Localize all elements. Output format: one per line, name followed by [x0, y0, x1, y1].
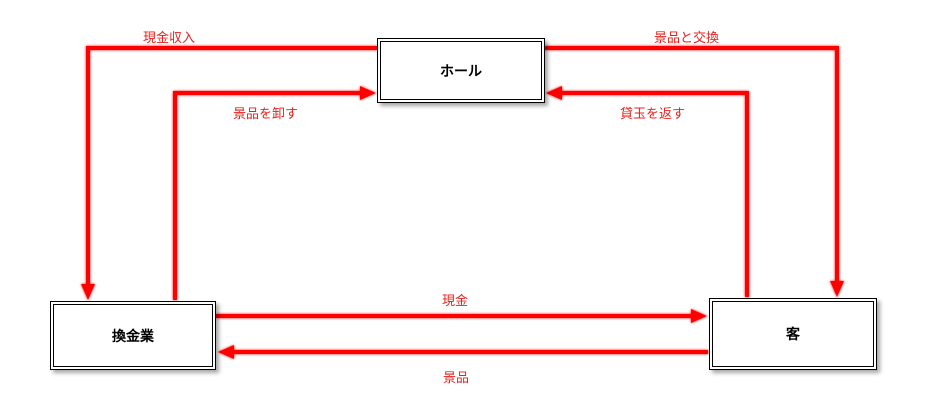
arrow-return-ball-line	[560, 91, 749, 297]
arrow-prize-exchange-head	[830, 281, 844, 297]
customer-label: 客	[786, 327, 800, 343]
edge-label-prize: 景品	[443, 371, 470, 386]
customer-node: 客	[709, 298, 877, 370]
edge-label-cash: 現金	[442, 294, 469, 309]
arrow-prize-exchange-line	[545, 46, 839, 283]
hall-label: ホール	[440, 63, 482, 80]
arrow-cash-income-line	[86, 46, 377, 286]
edge-label-return-ball: 貸玉を返す	[620, 107, 686, 122]
hall-node: ホール	[377, 38, 545, 103]
arrow-wholesale-prize-line	[173, 91, 362, 300]
edge-label-wholesale-prize: 景品を卸す	[233, 107, 299, 122]
exchange-node: 換金業	[50, 301, 216, 370]
arrow-prize-head	[218, 345, 234, 359]
arrow-wholesale-prize-head	[360, 86, 376, 100]
arrow-return-ball-head	[546, 86, 562, 100]
edge-label-cash-income: 現金収入	[143, 31, 196, 46]
arrow-cash-head	[691, 309, 707, 323]
exchange-label: 換金業	[112, 328, 154, 345]
edge-label-prize-exchange: 景品と交換	[654, 31, 720, 46]
arrow-cash-income-head	[81, 284, 95, 300]
